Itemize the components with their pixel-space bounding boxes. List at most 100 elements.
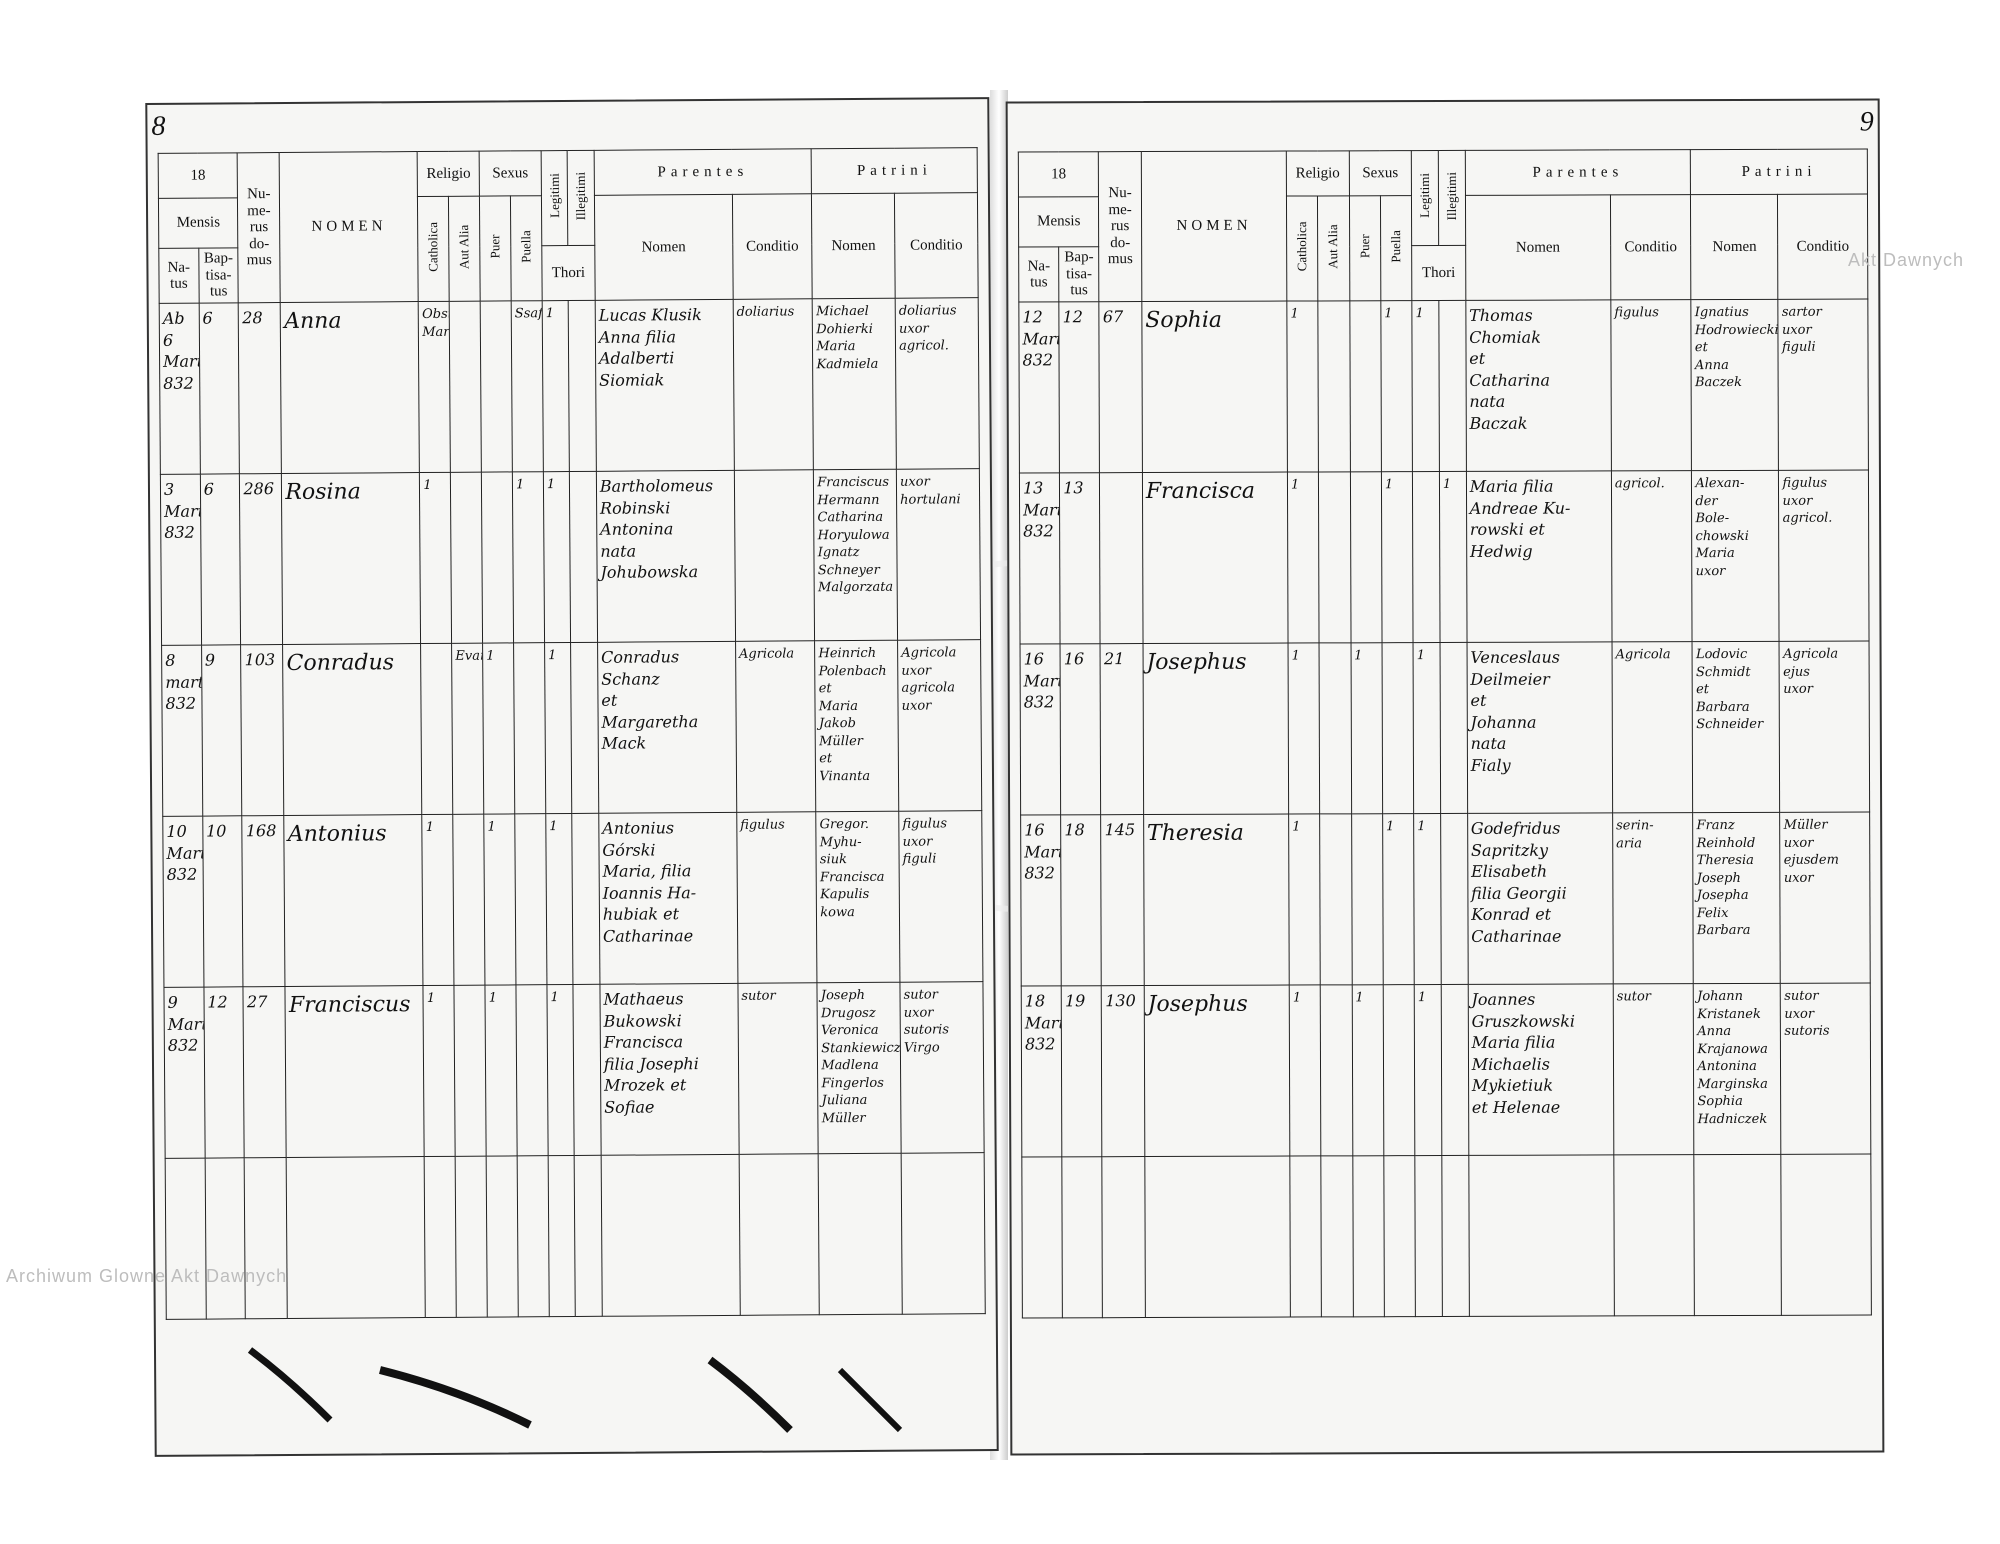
parentes-conditio-cell: figulus — [736, 811, 818, 984]
illegitimi-cell — [573, 984, 602, 1156]
patrini-conditio-cell: sartor uxor figuli — [1778, 299, 1869, 471]
illegitimi-cell — [570, 642, 599, 814]
aut-alia-cell: Evang. — [451, 643, 484, 815]
domus-cell: 103 — [241, 644, 285, 816]
puer-cell — [481, 471, 514, 644]
parentes-header: Parentes — [1465, 149, 1691, 196]
natus-cell: 12 Martii 832 — [1018, 301, 1060, 473]
catholica-cell: 1 — [1288, 642, 1320, 815]
register-row: 13 Martii 832 13 Francisca 1 1 1 Maria f… — [1019, 470, 1870, 644]
puella-cell: 1 — [1382, 813, 1415, 985]
nomen-cell: Franciscus — [285, 985, 425, 1158]
parentes-conditio-header: Conditio — [732, 193, 813, 300]
baptisatus-cell: 18 — [1060, 814, 1102, 986]
illegitimi-cell — [1439, 642, 1468, 814]
aut-alia-cell — [1319, 813, 1352, 985]
numerus-domus-header: Nu- me- rus do- mus — [1098, 151, 1142, 302]
patrini-nomen-cell: Alexan- der Bole- chowski Maria uxor — [1691, 470, 1780, 642]
left-page-number: 8 — [151, 110, 166, 142]
parentes-nomen-cell: Bartholomeus Robinski Antonina nata Johu… — [596, 470, 736, 643]
patrini-nomen-header: Nomen — [811, 193, 896, 299]
puer-header: Puer — [479, 195, 512, 302]
patrini-nomen-cell: Johann Kristanek Anna Krajanowa Antonina… — [1693, 983, 1782, 1155]
parentes-conditio-cell: agricol. — [1611, 470, 1693, 642]
natus-cell: 16 Martii 832 — [1020, 643, 1061, 815]
parentes-nomen-header: Nomen — [594, 194, 733, 301]
illegitimi-cell — [572, 813, 600, 985]
catholica-cell: 1 — [1287, 471, 1320, 644]
domus-cell: 21 — [1100, 643, 1144, 815]
legitimi-cell: 1 — [1414, 984, 1442, 1156]
catholica-cell: 1 — [1288, 813, 1321, 986]
nomen-cell: Josephus — [1142, 643, 1289, 815]
register-row: 12 Martii 832 12 67 Sophia 1 1 1 Thomas … — [1018, 299, 1869, 473]
patrini-conditio-cell: Agricola ejus uxor — [1779, 641, 1870, 813]
baptisatus-header: Bap- tisa- tus — [198, 247, 239, 304]
register-row: 18 Martii 832 19 130 Josephus 1 1 1 Joan… — [1021, 983, 1871, 1157]
ink-stroke — [247, 1347, 333, 1423]
catholica-cell: 1 — [423, 985, 456, 1157]
patrini-nomen-cell: Michael Dohierki Maria Kadmiela — [812, 298, 897, 470]
parentes-nomen-cell: Mathaeus Bukowski Francisca filia Joseph… — [599, 983, 739, 1156]
numerus-domus-header: Nu- me- rus do- mus — [237, 152, 281, 303]
patrini-nomen-cell: Gregor. Myhu- siuk Francisca Kapulis kow… — [816, 811, 901, 983]
aut-alia-cell — [454, 985, 487, 1157]
parentes-nomen-cell: Antonius Górski Maria, filia Ioannis Ha-… — [598, 812, 738, 985]
illegitimi-cell — [1440, 813, 1468, 985]
right-page: 9 18 Nu- me- rus do- mus NOMEN Religio S… — [1005, 98, 1885, 1456]
right-page-number: 9 — [1859, 106, 1874, 138]
puer-cell — [1350, 471, 1382, 643]
nomen-cell: Theresia — [1143, 814, 1290, 986]
catholica-header: Catholica — [417, 196, 450, 302]
catholica-cell: 1 — [422, 814, 455, 986]
baptisatus-cell: 12 — [203, 986, 245, 1159]
natus-header: Na- tus — [158, 248, 199, 304]
right-register-table: 18 Nu- me- rus do- mus NOMEN Religio Sex… — [1018, 149, 1872, 1319]
aut-alia-cell — [1320, 984, 1353, 1156]
domus-cell: 286 — [239, 473, 283, 645]
religio-header: Religio — [417, 151, 480, 197]
domus-cell: 168 — [242, 815, 286, 987]
puer-cell: 1 — [1350, 642, 1383, 814]
catholica-header: Catholica — [1286, 195, 1319, 302]
catholica-cell: 1 — [419, 472, 452, 644]
aut-alia-cell — [1318, 471, 1351, 643]
legitimi-header: Legitimi — [541, 150, 569, 246]
aut-alia-cell — [450, 472, 483, 644]
illegitimi-header: Illegitimi — [567, 150, 595, 246]
parentes-nomen-cell: Lucas Klusik Anna filia Adalberti Siomia… — [595, 299, 735, 472]
register-row: 3 Martii 832 6 286 Rosina 1 1 1 Bartholo… — [160, 468, 981, 646]
nomen-header: NOMEN — [279, 151, 419, 303]
parentes-conditio-header: Conditio — [1610, 194, 1692, 300]
parentes-conditio-cell: sutor — [1613, 983, 1695, 1155]
puer-cell: 1 — [485, 984, 518, 1157]
legitimi-cell: 1 — [1413, 813, 1442, 985]
natus-cell: Ab 6 Martii 832 — [159, 303, 201, 475]
patrini-nomen-cell: Joseph Drugosz Veronica Stankiewicz Madl… — [817, 982, 902, 1154]
patrini-conditio-cell: Müller uxor ejusdem uxor — [1780, 812, 1871, 984]
aut-alia-cell — [452, 814, 486, 986]
baptisatus-cell: 19 — [1061, 985, 1103, 1157]
sexus-header: Sexus — [1348, 150, 1412, 196]
domus-cell: 145 — [1101, 814, 1145, 986]
puella-cell — [514, 813, 547, 985]
patrini-nomen-header: Nomen — [1690, 194, 1779, 300]
catholica-cell: Obst. Marg. — [418, 301, 451, 473]
year-header: 18 — [158, 152, 238, 199]
parentes-nomen-header: Nomen — [1465, 194, 1611, 301]
baptisatus-cell: 13 — [1059, 472, 1101, 644]
sexus-header: Sexus — [479, 150, 542, 197]
patrini-nomen-cell: Lodovic Schmidt et Barbara Schneider — [1692, 641, 1781, 813]
ink-stroke — [707, 1356, 793, 1433]
right-register-body: 12 Martii 832 12 67 Sophia 1 1 1 Thomas … — [1018, 299, 1872, 1318]
catholica-cell: 1 — [1289, 984, 1322, 1157]
thori-header: Thori — [541, 245, 596, 301]
nomen-cell: Sophia — [1141, 301, 1288, 473]
puella-cell — [513, 642, 546, 814]
natus-header: Na- tus — [1018, 246, 1060, 302]
domus-cell: 130 — [1101, 985, 1145, 1157]
puer-cell: 1 — [482, 642, 515, 815]
puer-cell — [1351, 813, 1384, 985]
baptisatus-cell: 12 — [1059, 301, 1100, 473]
puella-cell: 1 — [512, 471, 545, 643]
